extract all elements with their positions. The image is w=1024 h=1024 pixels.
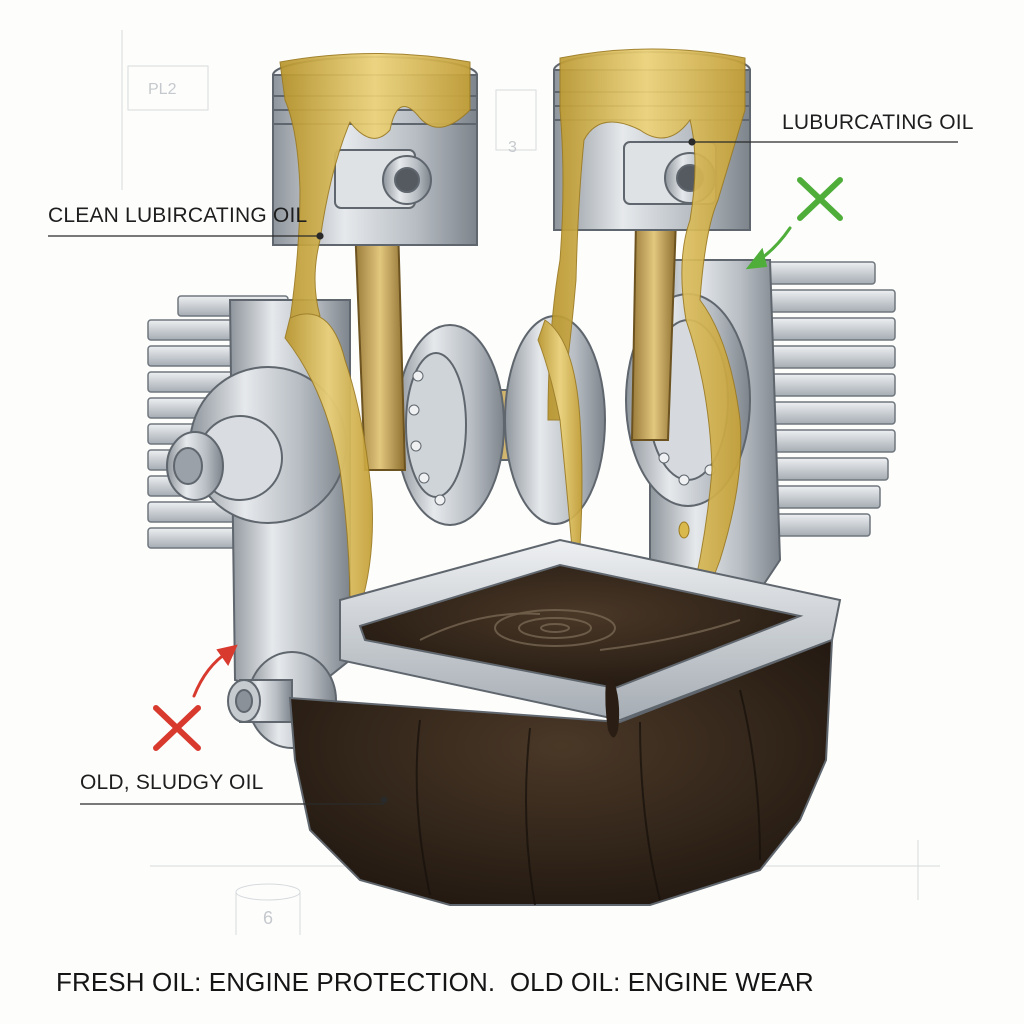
oil-pan (288, 538, 842, 906)
leader-lines (48, 138, 958, 805)
fresh-oil-flow (279, 48, 746, 611)
lubricating-oil-label: LUBURCATING OIL (782, 111, 974, 134)
pan-ribs (415, 689, 761, 906)
check-mark-icon (745, 177, 843, 270)
sketch-number-b: 6 (263, 908, 273, 928)
sludge-swirl (419, 609, 741, 651)
caption-old: OLD OIL: ENGINE WEAR (509, 967, 814, 997)
caption-fresh: FRESH OIL: ENGINE PROTECTION. (56, 967, 496, 997)
old-oil-label: OLD, SLUDGY OIL (80, 771, 264, 794)
clean-oil-label: CLEAN LUBIRCATING OIL (48, 204, 308, 227)
sketch-number-a: 3 (508, 139, 517, 156)
sketch-box-label: PL2 (148, 81, 177, 98)
sludge-drip (605, 676, 620, 738)
left-bearing-housing (166, 366, 347, 524)
cross-mark-icon (153, 644, 238, 751)
caption: FRESH OIL: ENGINE PROTECTION. OLD OIL: E… (56, 967, 814, 998)
cooling-fins-right (759, 261, 896, 537)
